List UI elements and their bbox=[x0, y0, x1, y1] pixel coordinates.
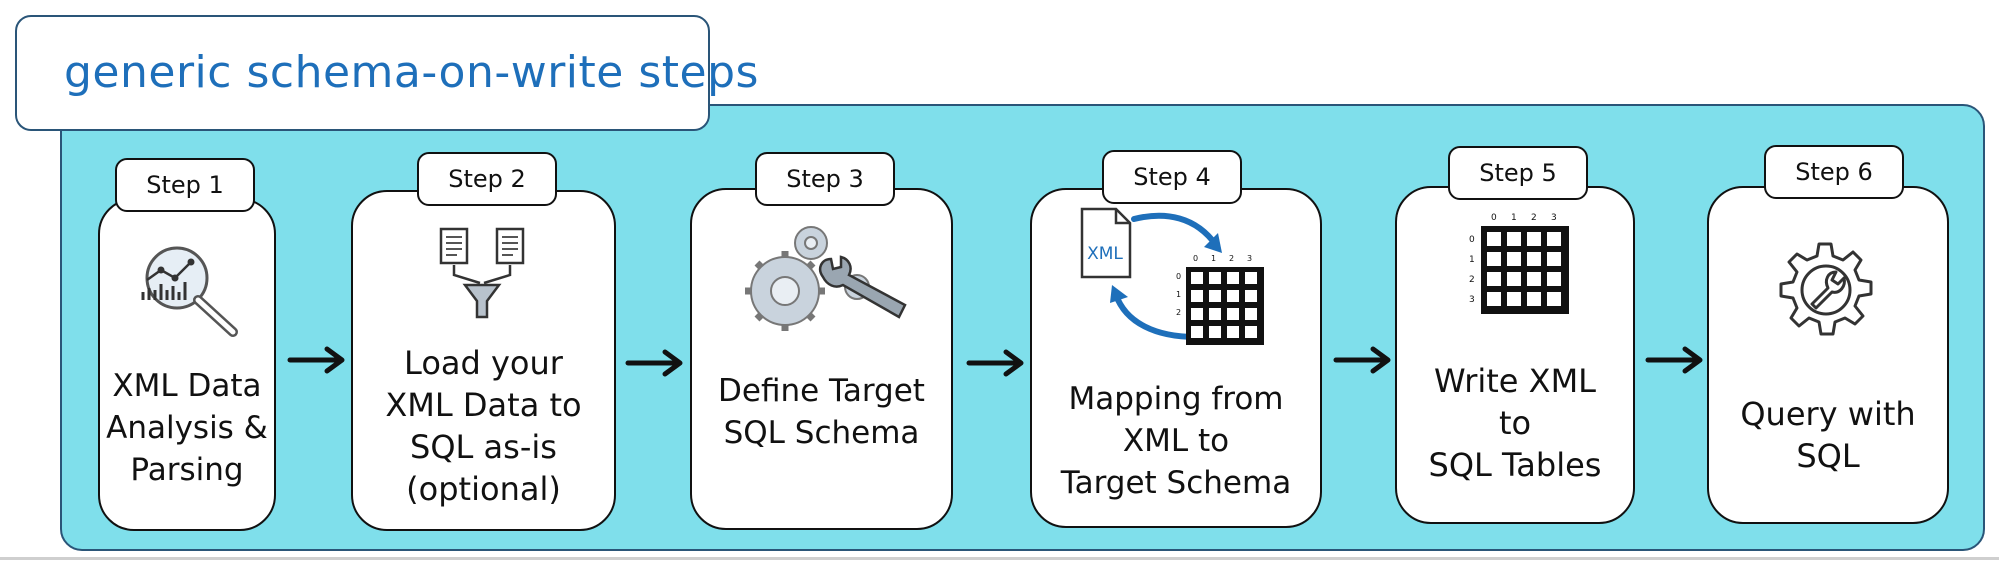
flow-arrow-1 bbox=[287, 346, 345, 374]
flow-arrow-5 bbox=[1645, 346, 1703, 374]
gears-wrench-icon bbox=[745, 226, 907, 331]
grid-row-label: 2 bbox=[1176, 308, 1181, 317]
grid-row-label: 1 bbox=[1176, 290, 1181, 299]
grid-col-label: 1 bbox=[1511, 213, 1517, 223]
step-4-grid: 0 1 2 3 0 1 2 bbox=[1176, 254, 1264, 345]
step-1-label: XML Data Analysis & Parsing bbox=[106, 368, 268, 488]
step-5-tab: Step 5 bbox=[1448, 146, 1588, 200]
diagram-title: generic schema-on-write steps bbox=[64, 47, 759, 98]
grid-col-label: 0 bbox=[1193, 254, 1198, 263]
documents-funnel-icon bbox=[439, 227, 525, 319]
step-4-tab: Step 4 bbox=[1102, 150, 1242, 204]
xml-to-grid-icon: XML 0 1 2 3 0 1 2 bbox=[1080, 207, 1264, 345]
gear-wrench-icon bbox=[1779, 242, 1873, 336]
step-2-label: Load your XML Data to SQL as-is (optiona… bbox=[385, 344, 582, 508]
analysis-magnifier-icon bbox=[141, 246, 238, 337]
step-4-label: Mapping from XML to Target Schema bbox=[1060, 381, 1292, 501]
step-5-label: Write XML to SQL Tables bbox=[1428, 362, 1602, 484]
step-5-card: Write XML to SQL Tables bbox=[1395, 186, 1635, 524]
step-3-card: Define Target SQL Schema bbox=[690, 188, 953, 530]
step-6-tab: Step 6 bbox=[1764, 145, 1904, 199]
steps-panel bbox=[60, 104, 1985, 551]
grid-col-label: 3 bbox=[1247, 254, 1252, 263]
grid-row-label: 0 bbox=[1176, 272, 1181, 281]
bottom-divider bbox=[0, 557, 1999, 560]
step-3-label: Define Target SQL Schema bbox=[718, 373, 925, 451]
step-6-label: Query with SQL bbox=[1740, 395, 1916, 475]
flow-arrow-2 bbox=[625, 349, 683, 377]
sql-table-grid-icon: 0 1 2 3 0 1 2 3 bbox=[1469, 213, 1569, 314]
grid-row-label: 1 bbox=[1469, 255, 1475, 265]
grid-col-label: 3 bbox=[1551, 213, 1557, 223]
grid-row-label: 3 bbox=[1469, 295, 1475, 305]
grid-col-label: 1 bbox=[1211, 254, 1216, 263]
step-6-card: Query with SQL bbox=[1707, 186, 1949, 524]
grid-row-label: 0 bbox=[1469, 235, 1475, 245]
step-2-tab: Step 2 bbox=[417, 152, 557, 206]
grid-col-label: 2 bbox=[1229, 254, 1234, 263]
grid-col-label: 0 bbox=[1491, 213, 1497, 223]
grid-row-label: 2 bbox=[1469, 275, 1475, 285]
flow-arrow-3 bbox=[966, 349, 1024, 377]
xml-file-label: XML bbox=[1087, 244, 1123, 264]
title-box: generic schema-on-write steps bbox=[15, 15, 758, 131]
step-3-tab: Step 3 bbox=[755, 152, 895, 206]
grid-col-label: 2 bbox=[1531, 213, 1537, 223]
step-2-card: Load your XML Data to SQL as-is (optiona… bbox=[351, 190, 616, 531]
step-1-tab: Step 1 bbox=[115, 158, 255, 212]
flow-arrow-4 bbox=[1333, 346, 1391, 374]
